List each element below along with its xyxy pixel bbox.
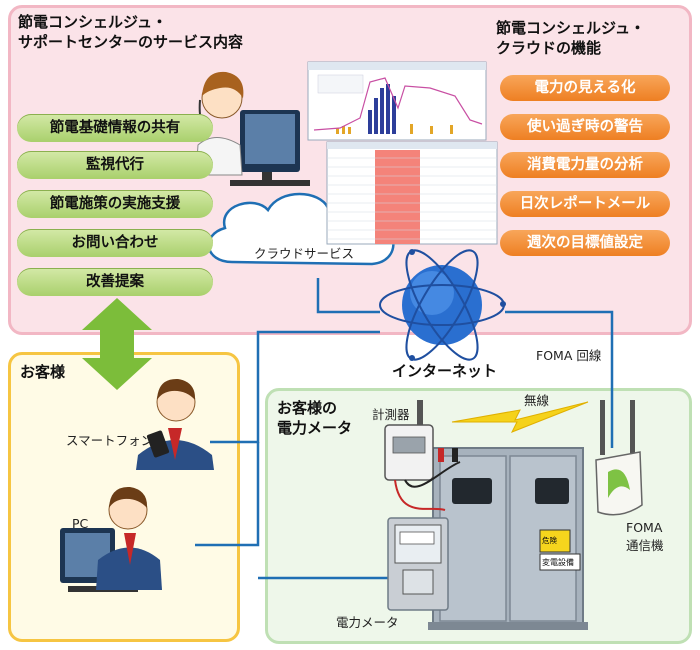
function-item-overuse-warning: 使い過ぎ時の警告 — [500, 114, 670, 140]
dashboard-chart-graphic — [307, 61, 498, 245]
function-item-daily-report: 日次レポートメール — [500, 191, 670, 217]
wireless-label: 無線 — [524, 393, 550, 408]
service-item-implementation-support: 節電施策の実施支援 — [17, 190, 213, 218]
support-center-title-line1: 節電コンシェルジュ・ — [18, 13, 167, 31]
foma-device-label-line1: FOMA — [626, 520, 663, 535]
smartphone-user-illustration — [136, 378, 214, 470]
substation-label: 変電設備 — [542, 558, 574, 567]
foma-device-label-line2: 通信機 — [626, 538, 664, 553]
substation-cabinet — [428, 447, 588, 630]
cloud-functions-title: 節電コンシェルジュ・ クラウドの機能 — [496, 18, 645, 58]
service-item-improvement-proposal: 改善提案 — [17, 268, 213, 296]
cloud-to-internet-line — [316, 278, 380, 314]
meter-area-title-line1: お客様の — [277, 399, 338, 417]
support-center-title-line2: サポートセンターのサービス内容 — [18, 33, 244, 51]
foma-device-icon — [595, 400, 643, 516]
pc-label: PC — [72, 516, 89, 531]
internet-to-smartphone-line — [210, 330, 380, 444]
meter-area-title-line2: 電力メータ — [277, 419, 353, 437]
measuring-device-label: 計測器 — [372, 407, 410, 422]
operator-person-illustration — [195, 71, 310, 186]
cloud-functions-title-line2: クラウドの機能 — [496, 39, 602, 57]
double-arrow-icon — [82, 298, 152, 390]
measuring-device-icon — [384, 400, 461, 511]
connection-lines — [195, 278, 614, 580]
meter-area-title: お客様の 電力メータ — [277, 398, 352, 438]
function-item-consumption-analysis: 消費電力量の分析 — [500, 152, 670, 178]
function-item-visualization: 電力の見える化 — [500, 75, 670, 101]
service-item-inquiries: お問い合わせ — [17, 229, 213, 257]
smartphone-label: スマートフォン — [66, 433, 154, 448]
wireless-lightning-icon — [451, 401, 589, 433]
foma-line-label: FOMA 回線 — [536, 348, 602, 363]
electric-meter-icon — [387, 517, 449, 611]
power-meter-label: 電力メータ — [336, 615, 399, 630]
cloud-functions-title-line1: 節電コンシェルジュ・ — [496, 19, 645, 37]
internet-to-pc-line — [195, 442, 260, 547]
service-item-monitoring: 監視代行 — [17, 151, 213, 179]
function-item-weekly-target: 週次の目標値設定 — [500, 230, 670, 256]
service-item-info-sharing: 節電基礎情報の共有 — [17, 114, 213, 142]
foma-device-label: FOMA 通信機 — [626, 520, 664, 554]
support-center-title: 節電コンシェルジュ・ サポートセンターのサービス内容 — [18, 12, 243, 52]
internet-label: インターネット — [392, 362, 498, 380]
pc-user-illustration — [60, 486, 162, 592]
caution-sign-text: 危険 — [542, 536, 557, 545]
internet-to-foma-line — [505, 310, 614, 448]
internet-globe-icon — [379, 249, 506, 361]
cloud-service-label: クラウドサービス — [254, 246, 355, 261]
customer-title: お客様 — [20, 363, 66, 381]
